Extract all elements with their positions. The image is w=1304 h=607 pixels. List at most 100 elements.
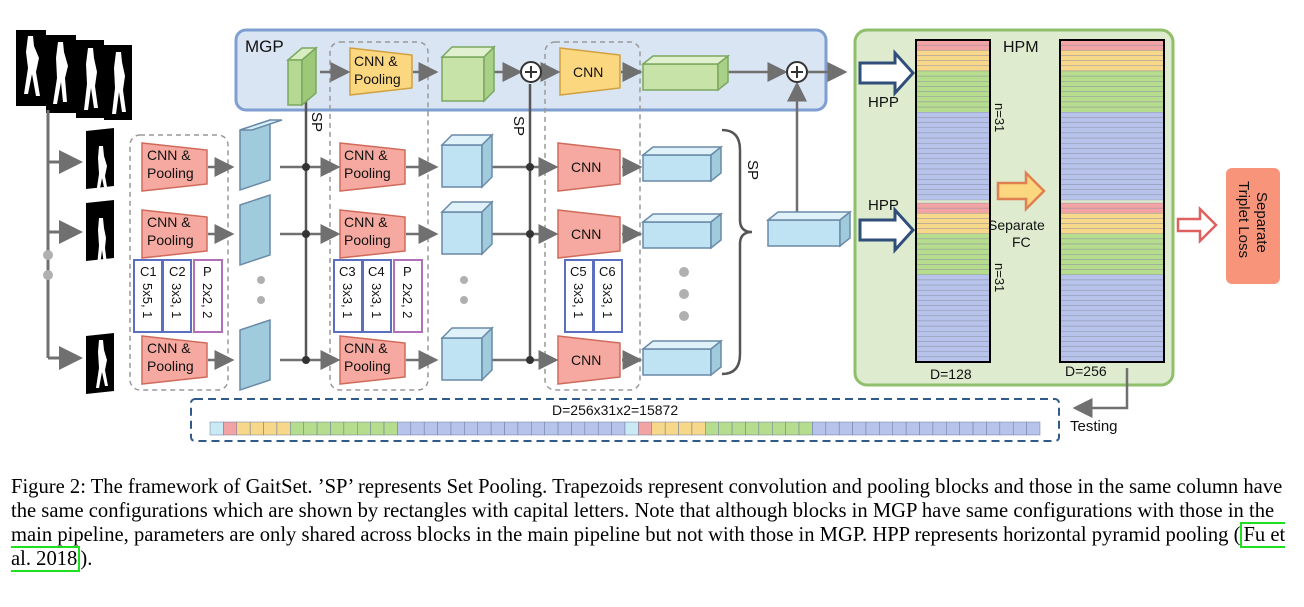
citation-link[interactable]: Fu et al. 2018 [11,522,1286,572]
sp-label-2: SP [510,116,527,136]
feature-vector-cell [772,421,786,436]
feature-vector-cell [223,421,238,436]
feature-vector-cell [397,421,412,436]
hpm-stripe [915,44,991,51]
feature-vector-cell [905,421,920,436]
hpm-stripe [1059,315,1165,322]
hpm-stripe [1059,259,1165,265]
feature-vector-cell [838,421,853,436]
mgp-cubes [285,45,731,107]
ellipsis-dots [257,267,689,321]
hpm-stripe [1059,202,1165,209]
hpm-stripe [915,233,991,240]
hpm-stripe [1059,148,1165,154]
hpm-stripe [1059,184,1165,190]
hpm-stripe [1059,65,1165,72]
hpm-stripe [915,295,991,301]
feature-cubes [239,118,853,392]
sp-label-3: SP [744,160,761,180]
hpm-stripe [915,91,991,97]
c1-block-3-label: CNN & [147,340,191,356]
hpm-stripe [915,331,991,337]
hpm-stripe [1059,55,1165,61]
c2-block-3-label: CNN & [344,340,388,356]
feature-vector-cell [517,421,532,436]
feature-vector-cell [785,421,800,436]
feature-vector-cell [423,421,438,436]
config-name: C6 [599,264,616,279]
feature-vector-cell [664,421,679,436]
column-3-group [544,41,641,391]
config-value: 3x3, 1 [571,283,586,318]
hpm-stripe [915,55,991,61]
loss-arrow [1176,205,1218,245]
hpm-stripe [1059,233,1165,240]
hpm-stripe [915,336,991,342]
feature-vector-cell [705,421,719,436]
hpm-stripe [1059,70,1165,77]
feature-vector-cell [276,421,291,436]
feature-vector-cell [731,421,746,436]
hpm-stripe [1059,284,1165,291]
c1-block-1-label: CNN & [147,147,191,163]
hpm-stripe [915,117,991,123]
feature-vector-cell [477,421,492,436]
c2-block-3-label2: Pooling [344,358,391,374]
hpm-stripe [915,325,991,332]
d256-label: D=256 [1065,363,1107,379]
feature-vector-cell [303,421,318,436]
hpm-stripe [1059,325,1165,332]
separate-fc-label-1: Separate [988,217,1045,233]
hpm-stripe [1059,269,1165,276]
hpm-stripe [1059,106,1165,113]
hpm-stripe [915,163,991,170]
feature-vector-cell [624,421,639,436]
hpm-stripe [1059,158,1165,165]
c3-block-3-label: CNN [571,352,601,368]
config-value: 2x2, 2 [400,283,415,318]
hpm-stripe [1059,346,1165,352]
hpm-stripe [915,179,991,185]
hpp-label-2: HPP [868,197,899,214]
config-value: 3x3, 1 [340,283,355,318]
testing-arrow [1072,368,1129,418]
feature-vector-cell [932,421,947,436]
hpm-stripe [1059,207,1165,214]
hpm-stripe [1059,300,1165,306]
feature-vector-cell [343,421,358,436]
feature-vector-cell [383,421,398,436]
hpp-arrows [858,49,916,254]
hpm-stripe [915,259,991,265]
config-name: C2 [169,264,186,279]
c2-block-1-label: CNN & [344,147,388,163]
hpm-stripe [915,243,991,250]
feature-vector-cell [1026,421,1041,436]
hpm-stripe [1059,112,1165,118]
hpm-stripe [915,351,991,358]
feature-vector-box [190,398,1060,442]
feature-vector-cell [263,421,278,436]
c2-block-2-label: CNN & [344,214,388,230]
feature-vector-cell [330,421,345,436]
hpm-stripe [915,153,991,159]
feature-vector-cell [410,421,425,436]
c1-block-3-label2: Pooling [147,358,194,374]
c2-block-1-label2: Pooling [344,165,391,181]
config-name: C3 [339,264,356,279]
hpm-stripe [915,158,991,165]
feature-vector-cell [638,421,653,436]
hpm-stripe [1059,228,1165,234]
column-2-blocks [339,47,413,385]
hpm-stripe [1059,127,1165,134]
feature-vector-cell [852,421,867,436]
caption-text: Figure 2: The framework of GaitSet. ’SP’… [11,476,1283,546]
hpm-stripe [915,223,991,229]
separate-fc-arrow [996,169,1046,213]
d128-label: D=128 [930,366,972,382]
hpm-stripe [1059,179,1165,185]
hpm-stripe [915,284,991,291]
hpm-stripe [1059,50,1165,56]
silhouette-frames [86,128,114,394]
config-value: 3x3, 1 [369,283,384,318]
hpm-stripe [1059,218,1165,224]
